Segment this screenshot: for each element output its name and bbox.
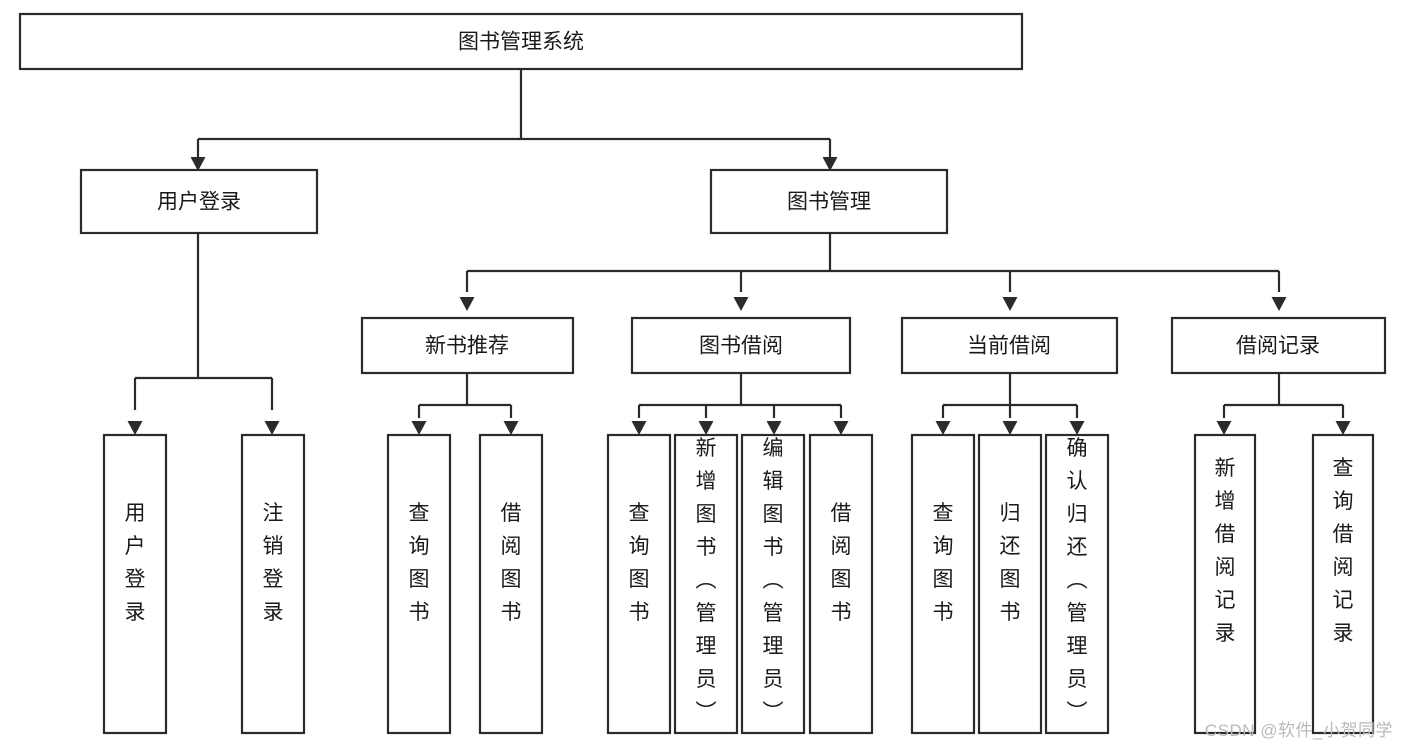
- arrow-to-current: [1002, 297, 1018, 311]
- leaf-node[interactable]: 查询图书: [606, 433, 672, 735]
- arrow-to-leaf: [1069, 421, 1085, 435]
- arrow-to-leaf: [1002, 421, 1018, 435]
- leaf-node[interactable]: 编辑图书︵管理员︶: [740, 433, 806, 735]
- node-newbook[interactable]: 新书推荐: [360, 316, 575, 375]
- node-login[interactable]: 用户登录: [79, 168, 319, 235]
- leaf-label-vertical: 编辑图书︵管理员︶: [763, 437, 784, 724]
- leaf-node[interactable]: 用户登录: [102, 433, 168, 735]
- connector-bookmgmt-to-level3: [459, 233, 1287, 311]
- arrow-to-record: [1271, 297, 1287, 311]
- arrow-to-leaf: [698, 421, 714, 435]
- leaf-node[interactable]: 新增借阅记录: [1193, 433, 1257, 735]
- leaf-node[interactable]: 新增图书︵管理员︶: [673, 433, 739, 735]
- leaf-label-vertical: 注销登录: [263, 502, 284, 624]
- node-record[interactable]: 借阅记录: [1170, 316, 1387, 375]
- leaf-node[interactable]: 确认归还︵管理员︶: [1044, 433, 1110, 735]
- connector-borrow-to-leaves: [631, 373, 849, 435]
- arrow-to-leaf: [1335, 421, 1351, 435]
- leaf-label-vertical: 查询图书: [933, 502, 954, 624]
- node-bookmgmt-label: 图书管理: [787, 191, 871, 214]
- connector-root-to-level2: [190, 69, 838, 171]
- arrow-to-login: [190, 157, 206, 171]
- arrow-to-leaf: [127, 421, 143, 435]
- leaf-node[interactable]: 查询借阅记录: [1311, 433, 1375, 735]
- leaf-node[interactable]: 注销登录: [240, 433, 306, 735]
- leaf-label-vertical: 借阅图书: [831, 502, 852, 624]
- connector-record-to-leaves: [1216, 373, 1351, 435]
- connector-current-to-leaves: [935, 373, 1085, 435]
- node-bookmgmt[interactable]: 图书管理: [709, 168, 949, 235]
- connector-login-to-leaves: [127, 233, 280, 435]
- node-current[interactable]: 当前借阅: [900, 316, 1119, 375]
- arrow-to-newbook: [459, 297, 475, 311]
- connector-newbook-to-leaves: [411, 373, 519, 435]
- leaf-label-vertical: 查询借阅记录: [1333, 457, 1354, 645]
- leaf-label-vertical: 用户登录: [125, 502, 146, 624]
- leaf-label-vertical: 新增图书︵管理员︶: [696, 437, 717, 724]
- arrow-to-leaf: [411, 421, 427, 435]
- leaf-node[interactable]: 查询图书: [386, 433, 452, 735]
- leaf-label-vertical: 查询图书: [629, 502, 650, 624]
- leaf-node[interactable]: 借阅图书: [808, 433, 874, 735]
- arrow-to-borrow: [733, 297, 749, 311]
- leaf-node[interactable]: 查询图书: [910, 433, 976, 735]
- node-current-label: 当前借阅: [967, 335, 1051, 358]
- node-newbook-label: 新书推荐: [425, 335, 509, 358]
- arrow-to-leaf: [503, 421, 519, 435]
- node-root[interactable]: 图书管理系统: [18, 12, 1024, 71]
- csdn-watermark: CSDN @软件_小贺同学: [1204, 721, 1393, 740]
- leaf-label-vertical: 确认归还︵管理员︶: [1067, 437, 1088, 724]
- node-record-label: 借阅记录: [1236, 335, 1320, 358]
- node-login-label: 用户登录: [157, 191, 241, 214]
- arrow-to-leaf: [1216, 421, 1232, 435]
- node-root-label: 图书管理系统: [458, 31, 584, 54]
- arrow-to-leaf: [766, 421, 782, 435]
- leaf-label-vertical: 新增借阅记录: [1215, 457, 1236, 645]
- arrow-to-bookmgmt: [822, 157, 838, 171]
- leaf-label-vertical: 查询图书: [409, 502, 430, 624]
- node-borrow-label: 图书借阅: [699, 335, 783, 358]
- leaf-label-vertical: 归还图书: [1000, 502, 1021, 624]
- leaf-node[interactable]: 借阅图书: [478, 433, 544, 735]
- leaf-node[interactable]: 归还图书: [977, 433, 1043, 735]
- arrow-to-leaf: [833, 421, 849, 435]
- arrow-to-leaf: [631, 421, 647, 435]
- leaf-label-vertical: 借阅图书: [501, 502, 522, 624]
- arrow-to-leaf: [935, 421, 951, 435]
- node-borrow[interactable]: 图书借阅: [630, 316, 852, 375]
- arrow-to-leaf: [264, 421, 280, 435]
